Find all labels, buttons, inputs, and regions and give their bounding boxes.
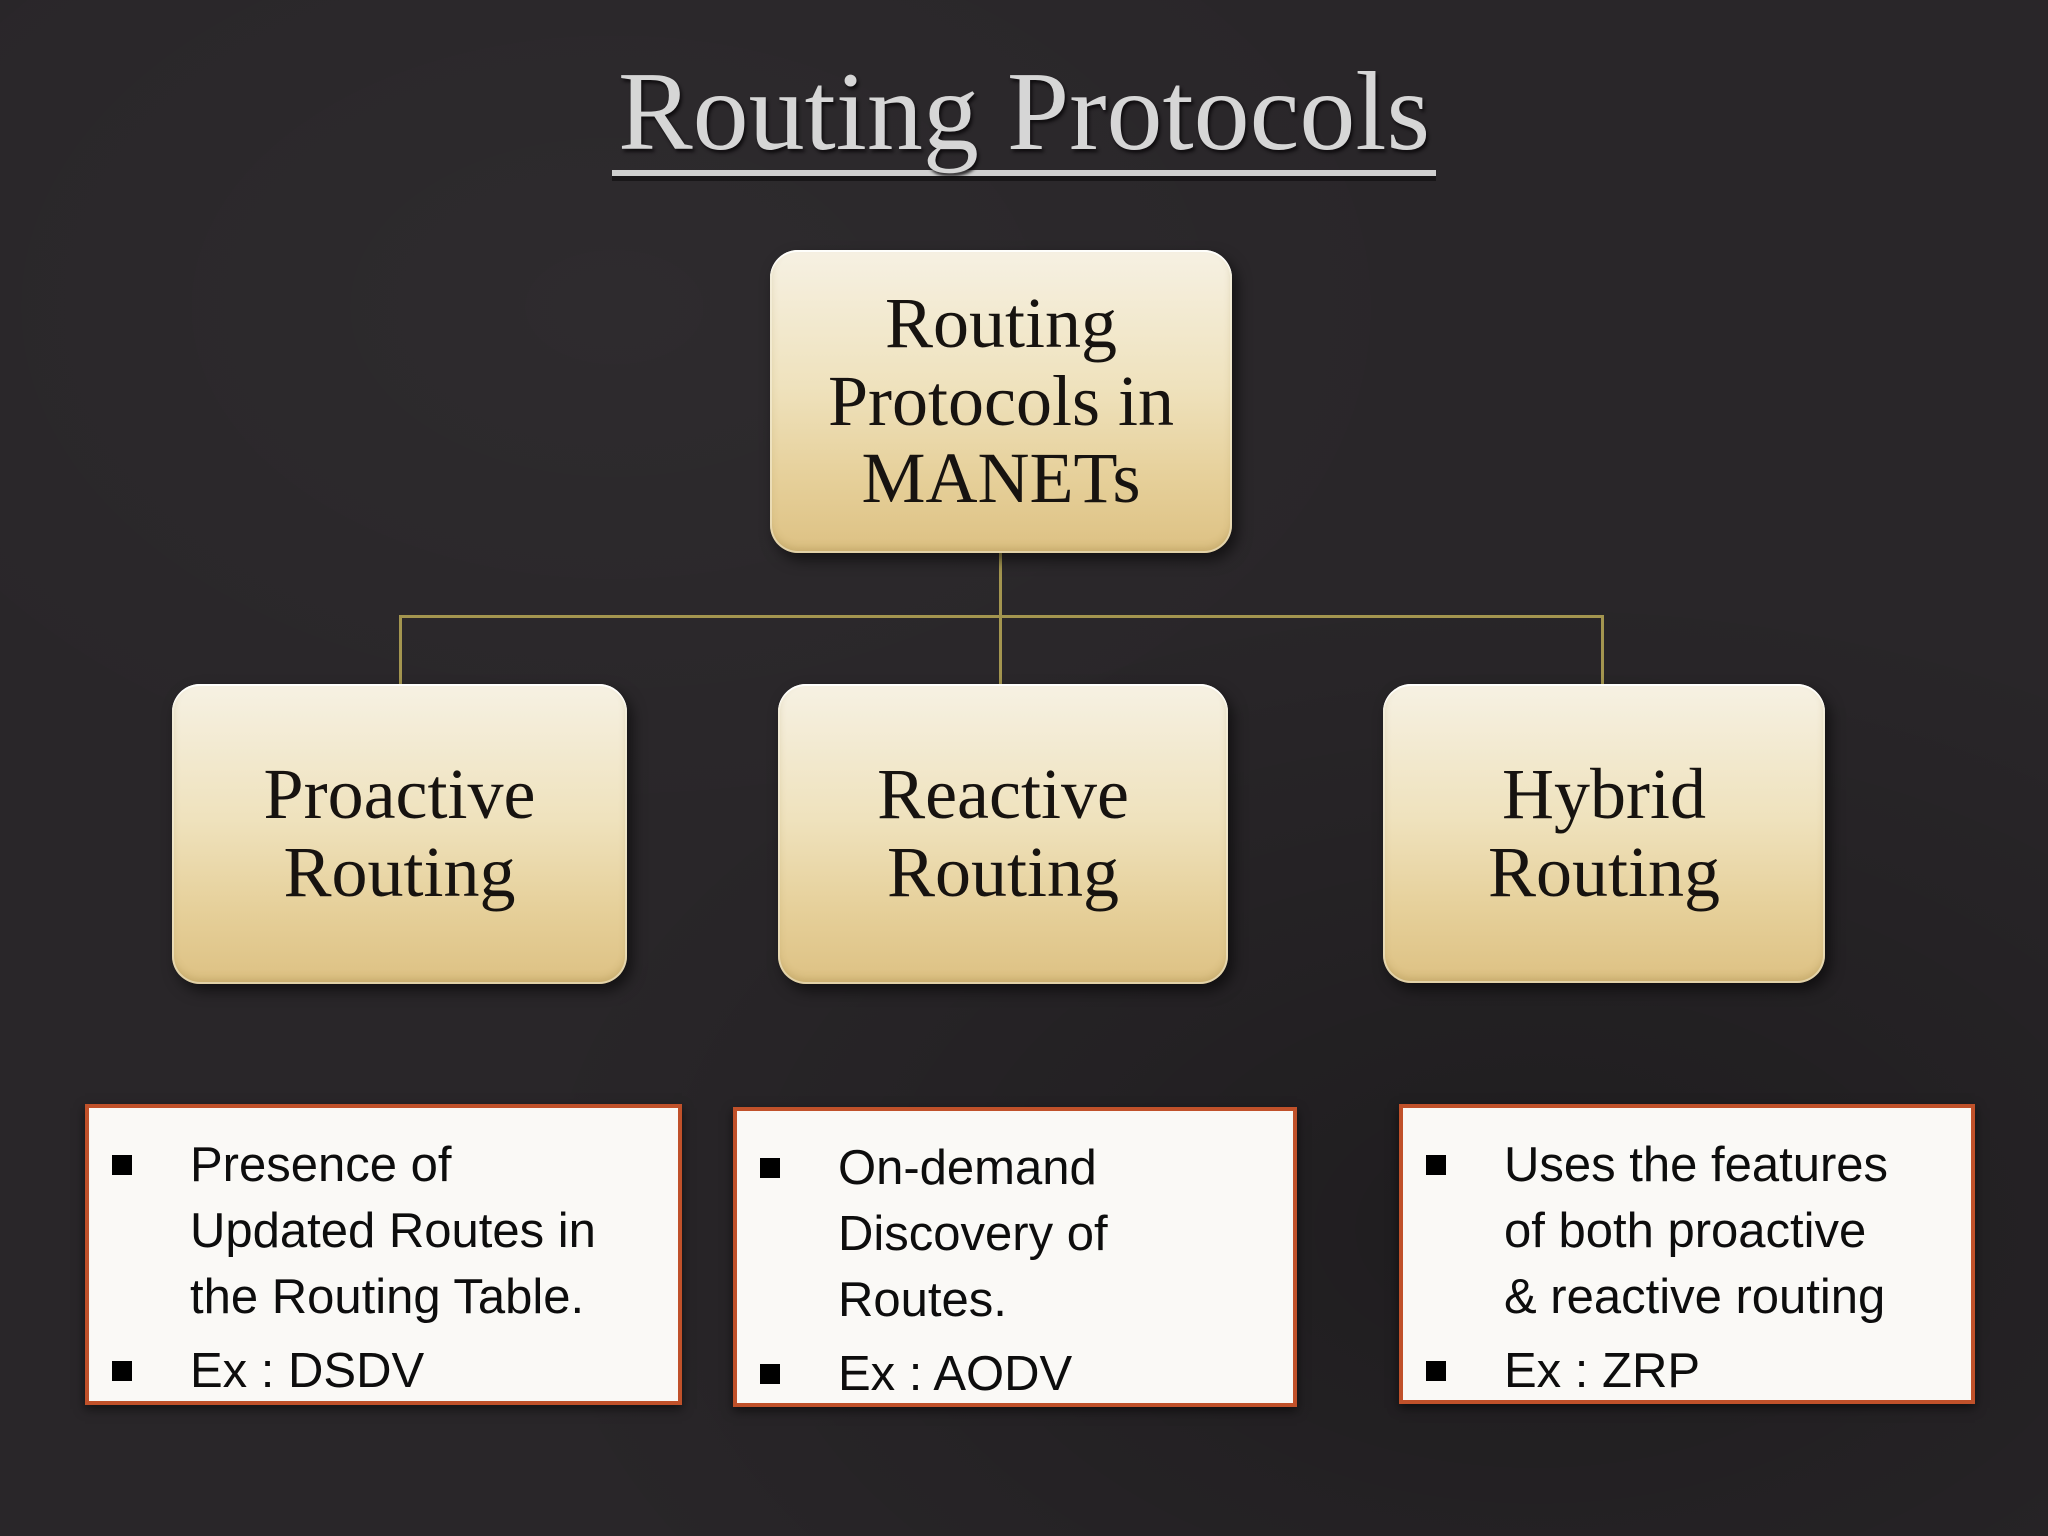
node-hybrid-routing: Hybrid Routing	[1383, 684, 1825, 983]
bullet-text: Ex : DSDV	[190, 1344, 425, 1399]
page-title: Routing Protocols	[611, 56, 1437, 176]
node-hybrid-label: Hybrid Routing	[1487, 753, 1721, 912]
node-root: Routing Protocols in MANETs	[770, 250, 1232, 553]
note-reactive: On-demand Discovery of Routes. Ex : AODV	[733, 1107, 1297, 1407]
list-item: Uses the features of both proactive & re…	[1424, 1132, 1957, 1330]
bullet-text: Uses the features of both proactive & re…	[1504, 1138, 1889, 1325]
bullet-square-icon	[760, 1158, 780, 1178]
node-proactive-routing: Proactive Routing	[172, 684, 627, 984]
connector-stub-reactive	[999, 615, 1002, 684]
bullet-square-icon	[760, 1364, 780, 1385]
connector-root-vertical	[999, 553, 1002, 615]
node-reactive-label: Reactive Routing	[877, 754, 1129, 912]
bullet-text: On-demand Discovery of Routes.	[838, 1141, 1108, 1328]
list-item: Ex : DSDV	[110, 1338, 664, 1404]
node-root-label: Routing Protocols in MANETs	[827, 282, 1174, 519]
node-reactive-routing: Reactive Routing	[778, 684, 1228, 984]
bullet-text: Presence of Updated Routes in the Routin…	[190, 1138, 596, 1325]
title-row: Routing Protocols	[0, 56, 2048, 176]
bullet-text: Ex : ZRP	[1504, 1344, 1701, 1399]
list-item: On-demand Discovery of Routes.	[758, 1135, 1279, 1333]
connector-stub-hybrid	[1601, 615, 1604, 684]
list-item: Ex : AODV	[758, 1341, 1279, 1407]
bullet-text: Ex : AODV	[838, 1347, 1073, 1402]
node-proactive-label: Proactive Routing	[263, 754, 536, 912]
bullet-square-icon	[112, 1361, 132, 1382]
note-proactive: Presence of Updated Routes in the Routin…	[85, 1104, 682, 1405]
note-hybrid: Uses the features of both proactive & re…	[1399, 1104, 1975, 1404]
bullet-square-icon	[1426, 1155, 1446, 1175]
connector-stub-proactive	[399, 615, 402, 684]
bullet-square-icon	[112, 1155, 132, 1175]
bullet-square-icon	[1426, 1361, 1446, 1382]
list-item: Ex : ZRP	[1424, 1338, 1957, 1404]
list-item: Presence of Updated Routes in the Routin…	[110, 1132, 664, 1330]
